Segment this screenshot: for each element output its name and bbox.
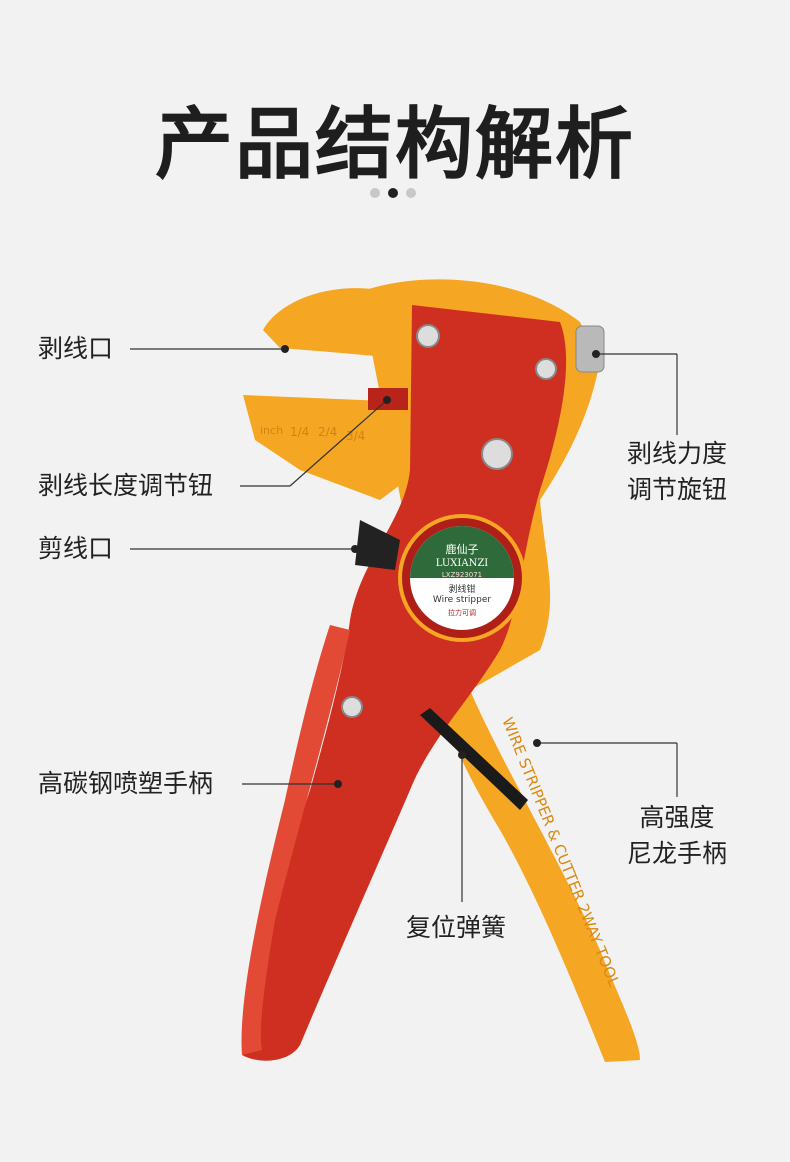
red-body — [242, 305, 567, 1061]
upper-jaw — [263, 288, 420, 360]
pager-dot-active[interactable] — [388, 188, 398, 198]
badge-brand-cn: 鹿仙子 — [446, 542, 479, 556]
label-cut-port: 剪线口 — [38, 534, 114, 563]
ruler-unit: inch — [260, 424, 283, 437]
page-title: 产品结构解析 — [154, 100, 635, 190]
badge-model: LXZ923071 — [442, 571, 482, 579]
ruler-mark: 1/4 — [290, 425, 309, 439]
badge-brand-en: LUXIANZI — [436, 558, 489, 569]
pager-dot[interactable] — [406, 188, 416, 198]
ruler-mark: 2/4 — [318, 425, 337, 439]
label-force-knob-line2: 调节旋钮 — [626, 475, 727, 504]
rivet — [535, 358, 557, 380]
rivet — [416, 324, 440, 348]
label-strip-port: 剥线口 — [38, 334, 114, 363]
badge-feature: 拉力可调 — [448, 608, 476, 617]
label-handle-nylon-line2: 尼龙手柄 — [626, 839, 727, 868]
label-force-knob: 剥线力度 调节旋钮 — [612, 436, 742, 508]
badge-name-cn: 剥线钳 — [448, 583, 475, 595]
spring — [420, 708, 528, 810]
label-spring: 复位弹簧 — [406, 913, 507, 942]
label-length-knob: 剥线长度调节钮 — [38, 471, 214, 500]
badge-name-en: Wire stripper — [433, 595, 491, 605]
label-force-knob-line1: 剥线力度 — [626, 439, 727, 468]
rivet — [481, 438, 513, 470]
force-adjust-knob — [575, 325, 605, 373]
rivet — [341, 696, 363, 718]
label-handle-nylon: 高强度 尼龙手柄 — [612, 800, 742, 872]
pager-dot[interactable] — [370, 188, 380, 198]
badge-top — [410, 526, 514, 578]
label-handle-red: 高碳钢喷塑手柄 — [38, 769, 214, 798]
pager-dots — [370, 188, 416, 198]
lower-jaw — [243, 395, 420, 500]
cutter-blade — [355, 520, 400, 570]
red-handle-strip — [241, 625, 350, 1055]
label-handle-nylon-line1: 高强度 — [639, 803, 715, 832]
